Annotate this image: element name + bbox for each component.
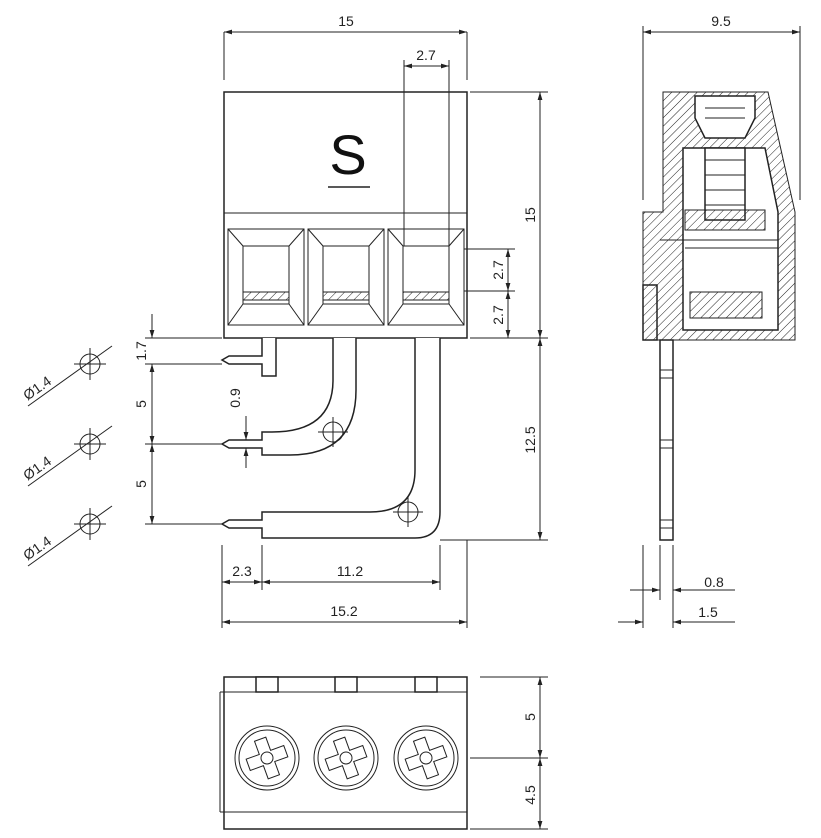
dim-side-pin-offset: 1.5 — [698, 604, 718, 620]
dim-pin-length: 12.5 — [522, 426, 538, 453]
dim-pitch: 2.7 — [416, 47, 436, 63]
wire-opening-1 — [227, 228, 305, 326]
dim-opening-1: 2.7 — [490, 260, 506, 280]
front-view: S — [20, 13, 548, 628]
pin-3 — [220, 338, 441, 539]
hole-3 — [27, 505, 113, 567]
dim-top-depth-back: 5 — [522, 713, 538, 721]
dim-hole-dia-2: Ø1.4 — [20, 453, 54, 484]
dim-pin-thickness: 0.9 — [227, 388, 243, 408]
dim-pin-width: 0.8 — [704, 574, 724, 590]
wire-opening-3 — [387, 228, 465, 326]
dim-span: 11.2 — [337, 563, 363, 579]
screw-top-3 — [393, 725, 459, 791]
dim-offset-left: 2.3 — [232, 563, 252, 579]
wire-opening-2 — [307, 228, 385, 326]
dim-top-depth-front: 4.5 — [522, 785, 538, 805]
latch-tab-2 — [334, 676, 358, 693]
side-view: 9.5 0.8 1.5 — [618, 13, 801, 628]
screw-shaft — [704, 147, 746, 221]
hole-1 — [27, 345, 113, 407]
top-housing — [223, 676, 468, 830]
pin-1 — [220, 338, 277, 377]
dim-opening-2: 2.7 — [490, 305, 506, 325]
latch-tab-3 — [414, 676, 438, 693]
dim-hole-dia-3: Ø1.4 — [20, 533, 54, 564]
top-view: 5 4.5 — [219, 676, 548, 830]
screw-head — [694, 95, 756, 139]
clamp-bottom — [689, 291, 763, 319]
dim-width-top: 15 — [338, 13, 354, 29]
dim-depth: 9.5 — [711, 13, 731, 29]
dim-pin-pitch-2: 5 — [133, 480, 149, 488]
logo-letter: S — [329, 123, 366, 186]
dim-width-overall: 15.2 — [330, 603, 357, 619]
screw-top-2 — [313, 725, 379, 791]
hole-2 — [27, 425, 113, 487]
dim-pin-pitch-1: 5 — [133, 400, 149, 408]
clamp-top — [684, 209, 766, 231]
screw-top-1 — [234, 725, 300, 791]
latch-tab-1 — [255, 676, 279, 693]
dim-height-body: 15 — [522, 207, 538, 223]
dim-hole-dia-1: Ø1.4 — [20, 373, 54, 404]
dim-pin-offset: 1.7 — [133, 341, 149, 361]
